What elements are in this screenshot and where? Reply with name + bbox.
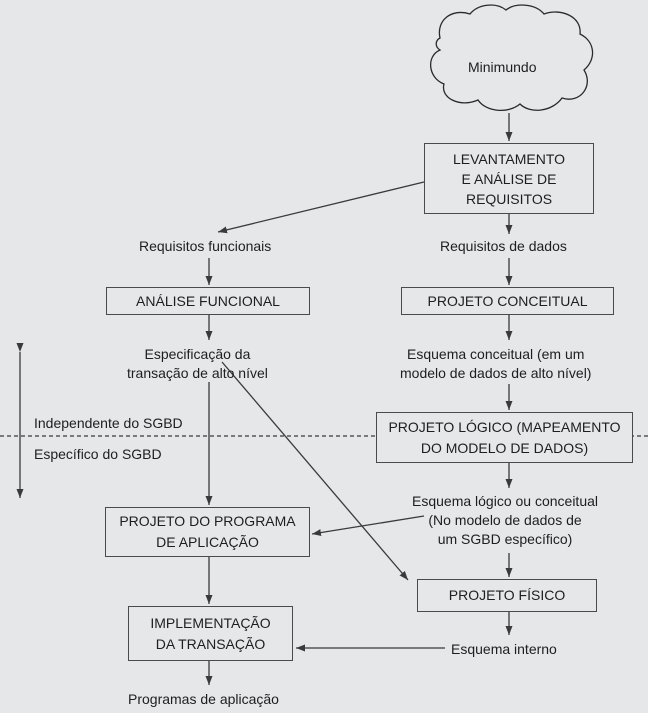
text-line: (No modelo de dados de	[428, 512, 582, 528]
label-independente-sgbd: Independente do SGBD	[34, 415, 183, 431]
box-analise-funcional: ANÁLISE FUNCIONAL	[106, 287, 310, 315]
text-line: um SGBD específico)	[437, 531, 573, 547]
arrow-esquema-logico-to-programa	[311, 515, 425, 537]
label-especificacao: Especificação da transação de alto nível	[127, 345, 268, 383]
text-line: Esquema lógico ou conceitual	[412, 493, 599, 509]
box-levantamento: LEVANTAMENTO E ANÁLISE DE REQUISITOS	[424, 143, 594, 214]
box-implementacao: IMPLEMENTAÇÃO DA TRANSAÇÃO	[128, 606, 293, 661]
box-implementacao-text: IMPLEMENTAÇÃO DA TRANSAÇÃO	[150, 613, 270, 655]
box-analise-funcional-text: ANÁLISE FUNCIONAL	[136, 292, 280, 309]
text-line: transação de alto nível	[127, 365, 268, 381]
label-esquema-interno: Esquema interno	[451, 641, 557, 657]
label-requisitos-funcionais: Requisitos funcionais	[139, 238, 272, 254]
arrow-levantamento-to-req-func	[217, 181, 425, 234]
minimundo-cloud	[430, 4, 594, 111]
text-line: E ANÁLISE DE	[461, 170, 557, 187]
box-projeto-logico: PROJETO LÓGICO (MAPEAMENTO DO MODELO DE …	[376, 412, 633, 463]
text-line: PROJETO LÓGICO (MAPEAMENTO	[388, 418, 621, 435]
label-esquema-logico: Esquema lógico ou conceitual (No modelo …	[412, 492, 598, 549]
text-line: IMPLEMENTAÇÃO	[150, 614, 271, 631]
arrow-especificacao-to-fisico	[221, 361, 409, 581]
text-line: Esquema conceitual (em um	[407, 346, 585, 362]
label-esquema-conceitual: Esquema conceitual (em um modelo de dado…	[400, 345, 591, 383]
box-projeto-conceitual-text: PROJETO CONCEITUAL	[427, 292, 588, 309]
text-line: LEVANTAMENTO	[452, 150, 566, 167]
text-line: Especificação da	[144, 346, 251, 362]
label-programas-aplicacao: Programas de aplicação	[128, 691, 279, 707]
minimundo-label: Minimundo	[468, 59, 537, 75]
text-line: DE APLICAÇÃO	[156, 534, 259, 550]
box-projeto-programa: PROJETO DO PROGRAMA DE APLICAÇÃO	[105, 507, 310, 557]
text-line: DA TRANSAÇÃO	[155, 635, 266, 652]
box-projeto-conceitual: PROJETO CONCEITUAL	[401, 287, 614, 315]
text-line: REQUISITOS	[465, 190, 553, 207]
label-requisitos-dados: Requisitos de dados	[440, 238, 567, 254]
box-projeto-fisico: PROJETO FÍSICO	[417, 579, 597, 612]
label-especifico-sgbd: Específico do SGBD	[34, 446, 162, 462]
box-projeto-fisico-text: PROJETO FÍSICO	[448, 587, 566, 603]
text-line: modelo de dados de alto nível)	[400, 365, 592, 381]
text-line: PROJETO DO PROGRAMA	[119, 513, 296, 529]
box-projeto-logico-text: PROJETO LÓGICO (MAPEAMENTO DO MODELO DE …	[388, 417, 620, 459]
text-line: DO MODELO DE DADOS)	[420, 439, 589, 456]
box-levantamento-text: LEVANTAMENTO E ANÁLISE DE REQUISITOS	[453, 149, 565, 209]
box-projeto-programa-text: PROJETO DO PROGRAMA DE APLICAÇÃO	[119, 511, 295, 553]
